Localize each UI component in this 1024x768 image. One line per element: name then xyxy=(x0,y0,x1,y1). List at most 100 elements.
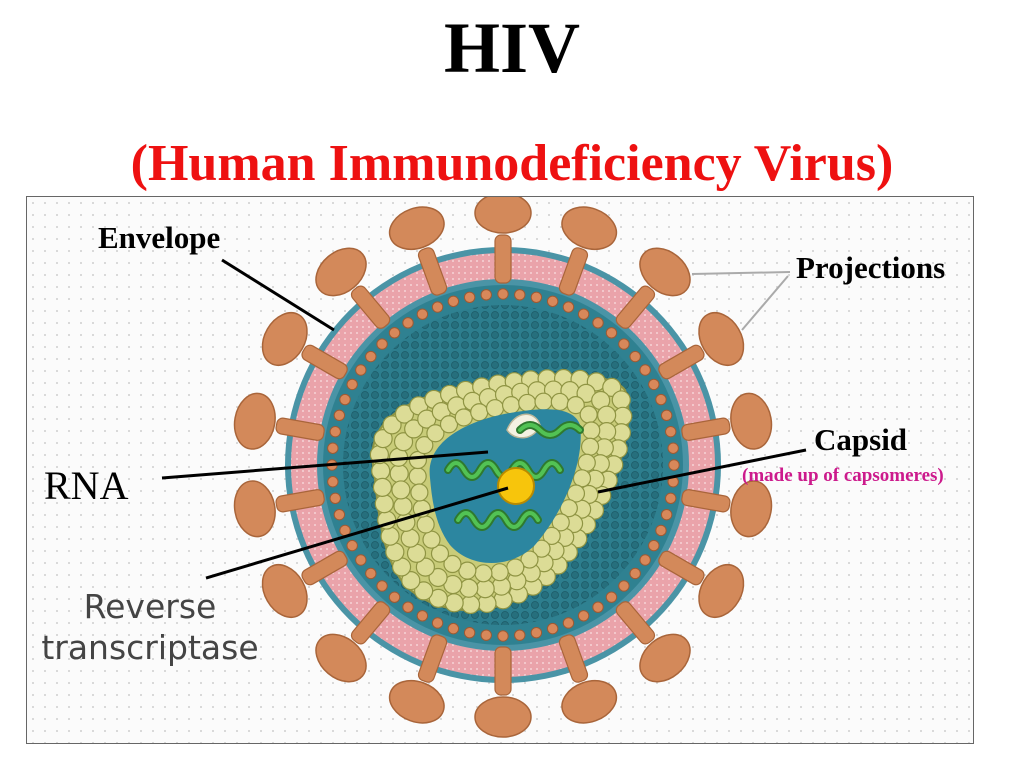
capsomere xyxy=(459,578,479,598)
matrix-dot xyxy=(388,591,401,603)
matrix-dot xyxy=(546,295,559,308)
matrix-dot xyxy=(329,425,341,438)
capsomere xyxy=(580,437,600,456)
projections-leader-line-1 xyxy=(691,271,791,275)
matrix-dot xyxy=(447,622,460,635)
matrix-dot xyxy=(562,617,575,629)
projection-stem xyxy=(615,601,656,645)
rna-leader-line xyxy=(161,450,489,480)
capsomere xyxy=(444,593,464,613)
projection-knob-head xyxy=(261,564,308,618)
projections-group xyxy=(233,197,773,738)
matrix-dot xyxy=(402,601,414,613)
reverse-transcriptase-label-line2: transcriptase xyxy=(41,628,259,668)
matrix-dot xyxy=(592,601,604,613)
matrix-dot xyxy=(497,630,509,642)
matrix-dot xyxy=(514,289,526,301)
matrix-dot xyxy=(376,580,388,592)
capsomere xyxy=(566,396,585,415)
matrix-dot xyxy=(629,567,641,580)
projection-knob-head xyxy=(233,392,276,450)
projection-stem xyxy=(494,646,512,696)
capsomere xyxy=(454,408,473,427)
matrix-dot xyxy=(431,617,444,629)
capsomere xyxy=(542,526,561,546)
capsomere xyxy=(439,415,459,434)
matrix-dot xyxy=(339,393,351,406)
matrix-dot xyxy=(514,629,526,641)
matrix-dot xyxy=(463,291,476,303)
matrix-dot xyxy=(327,476,339,488)
projection-knob-head xyxy=(698,564,745,618)
matrix-dot xyxy=(530,291,543,303)
capsomere xyxy=(611,390,631,410)
matrix-dot xyxy=(355,554,367,566)
capsomeres xyxy=(369,368,633,615)
capsomere xyxy=(475,579,495,599)
matrix-dot xyxy=(665,425,677,438)
matrix-dot xyxy=(480,289,492,301)
projection-stem xyxy=(615,285,656,329)
matrix-dot xyxy=(365,350,377,363)
matrix-dot xyxy=(639,554,651,566)
spike-stems xyxy=(275,234,731,696)
matrix-dot xyxy=(577,610,590,622)
projection-knob-head xyxy=(561,206,618,251)
projection-knob xyxy=(315,633,367,683)
capsomere xyxy=(401,571,421,591)
projection-knob xyxy=(730,480,773,538)
projection-stem xyxy=(301,344,348,380)
capsomere xyxy=(414,581,434,601)
matrix-dot xyxy=(668,459,680,471)
capsomere xyxy=(597,421,617,442)
capsomere xyxy=(400,528,420,548)
capsomere xyxy=(577,453,596,472)
projection-stem xyxy=(275,489,325,513)
page-title: HIV xyxy=(443,8,581,88)
capsomere xyxy=(550,392,569,412)
capsomere xyxy=(415,557,435,577)
capsid-label: Capsid xyxy=(814,422,908,457)
capsomere xyxy=(532,539,551,558)
projection-knob-head xyxy=(261,312,308,366)
projection-stem xyxy=(417,634,448,683)
capsomere xyxy=(470,403,489,422)
capsomere xyxy=(391,480,411,500)
matrix-dot xyxy=(618,338,630,350)
projection-knob xyxy=(388,679,445,724)
capsomere xyxy=(430,544,450,563)
capsomere xyxy=(501,396,521,415)
capsid-leader-line xyxy=(597,448,807,494)
capsomere xyxy=(415,436,434,455)
matrix-dot xyxy=(333,409,346,422)
matrix-dot xyxy=(376,338,388,350)
projection-stem xyxy=(417,247,448,296)
capsomere xyxy=(426,424,445,443)
capsomere xyxy=(422,530,441,549)
capsid-note-label: (made up of capsomeres) xyxy=(742,465,944,486)
matrix-dot xyxy=(546,622,559,635)
reverse-transcriptase-leader-line xyxy=(205,486,509,580)
matrix-dot xyxy=(327,442,339,454)
envelope-label: Envelope xyxy=(98,220,221,255)
projection-stem xyxy=(350,601,391,645)
capsomere xyxy=(460,594,481,615)
matrix-dot xyxy=(402,317,414,329)
capsomere xyxy=(380,526,400,546)
matrix-dot xyxy=(431,301,444,313)
matrix-dot xyxy=(577,308,590,320)
capsomere xyxy=(559,499,578,518)
projection-stem xyxy=(658,344,705,380)
matrix-dot xyxy=(463,627,476,639)
capsomere xyxy=(485,399,505,418)
capsomere xyxy=(443,554,462,574)
matrix-dot xyxy=(592,317,604,329)
matrix-dot xyxy=(333,508,346,521)
matrix-dot xyxy=(629,350,641,363)
capsomere xyxy=(474,564,493,583)
projection-knob xyxy=(315,247,367,297)
reverse-transcriptase-label: Reverse transcriptase xyxy=(30,586,270,669)
projection-knob xyxy=(261,564,308,618)
capsomere xyxy=(393,496,413,516)
